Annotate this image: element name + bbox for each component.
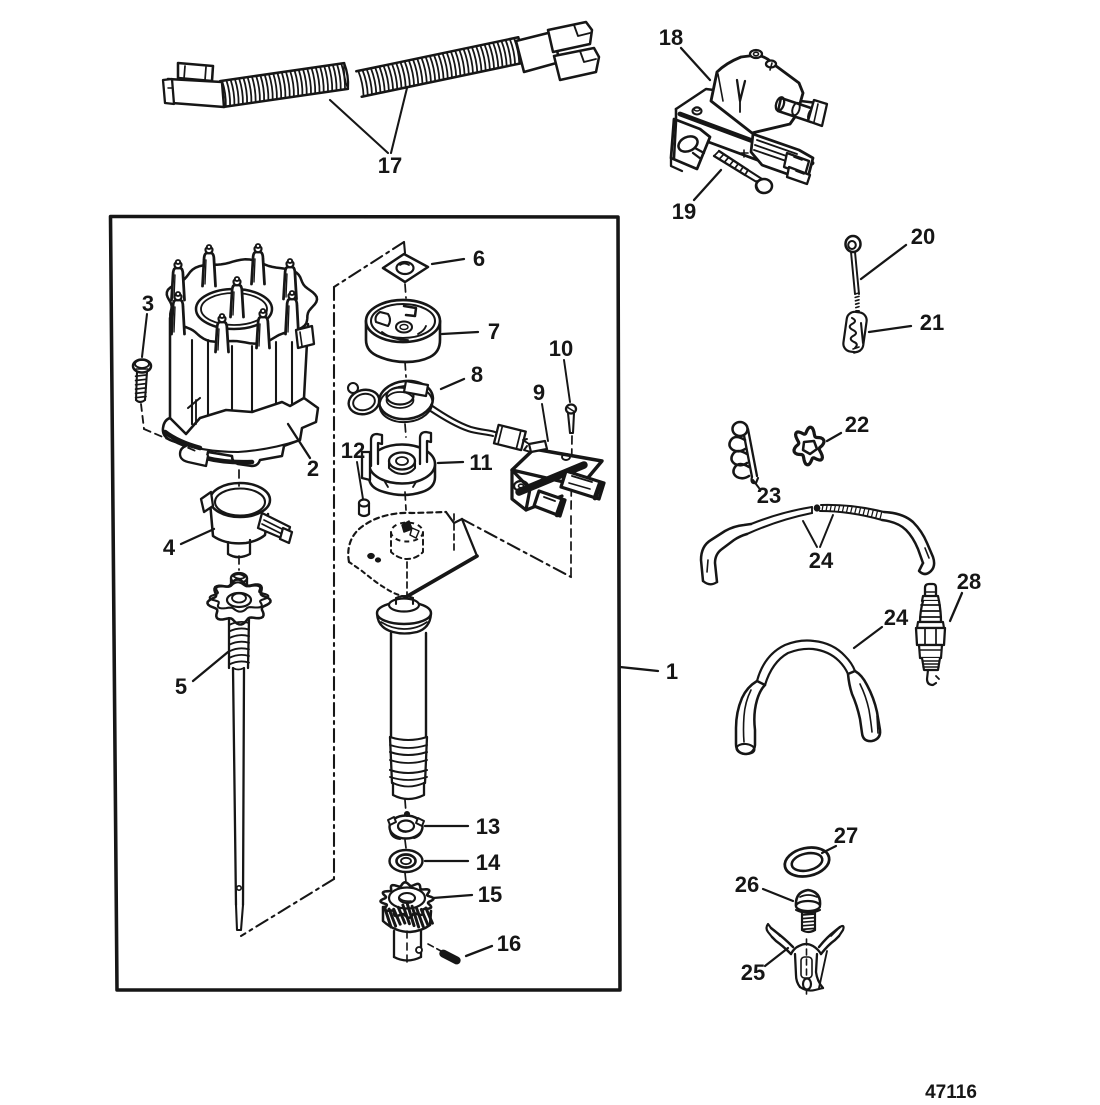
svg-text:12: 12: [341, 438, 365, 463]
svg-text:10: 10: [549, 336, 573, 361]
svg-text:17: 17: [378, 153, 402, 178]
svg-text:24: 24: [809, 548, 834, 573]
svg-text:7: 7: [488, 319, 500, 344]
svg-text:26: 26: [735, 872, 759, 897]
svg-text:22: 22: [845, 412, 869, 437]
svg-text:27: 27: [834, 823, 858, 848]
svg-text:16: 16: [497, 931, 521, 956]
svg-text:21: 21: [920, 310, 944, 335]
svg-text:23: 23: [757, 483, 781, 508]
svg-text:15: 15: [478, 882, 502, 907]
svg-text:14: 14: [476, 850, 501, 875]
svg-text:13: 13: [476, 814, 500, 839]
svg-text:28: 28: [957, 569, 981, 594]
svg-text:24: 24: [884, 605, 909, 630]
svg-text:3: 3: [142, 291, 154, 316]
svg-text:1: 1: [666, 659, 678, 684]
svg-text:18: 18: [659, 25, 683, 50]
svg-text:47116: 47116: [925, 1082, 977, 1100]
svg-text:6: 6: [473, 246, 485, 271]
svg-text:5: 5: [175, 674, 187, 699]
svg-text:9: 9: [533, 380, 545, 405]
svg-text:20: 20: [911, 224, 935, 249]
svg-text:8: 8: [471, 362, 483, 387]
svg-text:19: 19: [672, 199, 696, 224]
svg-text:4: 4: [163, 535, 176, 560]
svg-text:2: 2: [307, 456, 319, 481]
svg-text:25: 25: [741, 960, 765, 985]
svg-text:11: 11: [469, 450, 492, 475]
